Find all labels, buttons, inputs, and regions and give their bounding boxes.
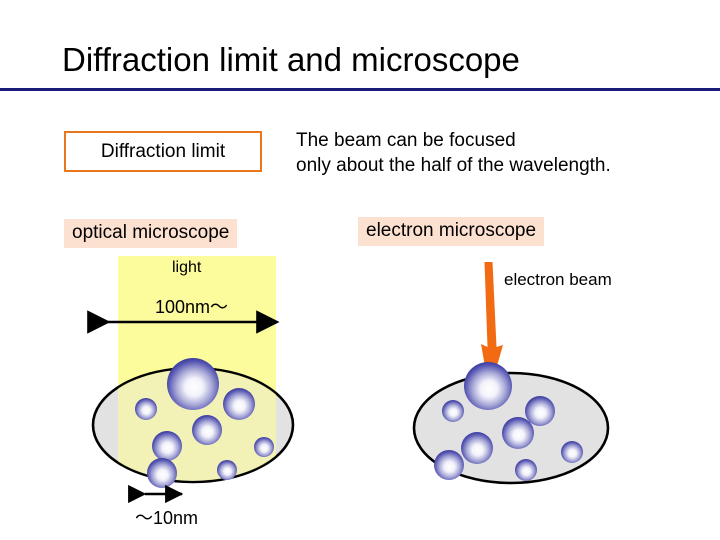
title-divider bbox=[0, 88, 720, 91]
electron-beam-arrow bbox=[481, 262, 503, 392]
electron-microscope-diagram bbox=[412, 262, 610, 485]
particle bbox=[464, 362, 512, 410]
particle bbox=[525, 396, 555, 426]
particle bbox=[561, 441, 583, 463]
particle bbox=[147, 458, 177, 488]
particle bbox=[217, 460, 237, 480]
particle bbox=[515, 459, 537, 481]
particle bbox=[434, 450, 464, 480]
diffraction-limit-label: Diffraction limit bbox=[100, 140, 226, 162]
light-beam-label: light bbox=[172, 259, 202, 276]
beam-width-label: 100nm～ bbox=[155, 297, 229, 317]
electron-beam-label: electron beam bbox=[504, 270, 612, 289]
section-label-electron-microscope: electron microscope bbox=[358, 217, 545, 246]
particle-size-label: ～10nm bbox=[135, 508, 199, 528]
particle bbox=[442, 400, 464, 422]
diffraction-limit-callout: Diffraction limit bbox=[64, 131, 262, 172]
particle bbox=[502, 417, 534, 449]
page-title: Diffraction limit and microscope bbox=[62, 41, 520, 79]
statement-line-1: The beam can be focused bbox=[296, 130, 516, 151]
light-beam-column bbox=[118, 256, 276, 452]
statement-text: The beam can be focused only about the h… bbox=[296, 128, 706, 178]
specimen-ellipse-electron bbox=[412, 371, 610, 485]
section-label-optical-microscope: optical microscope bbox=[64, 219, 238, 248]
statement-line-2: only about the half of the wavelength. bbox=[296, 155, 611, 176]
particle bbox=[461, 432, 493, 464]
